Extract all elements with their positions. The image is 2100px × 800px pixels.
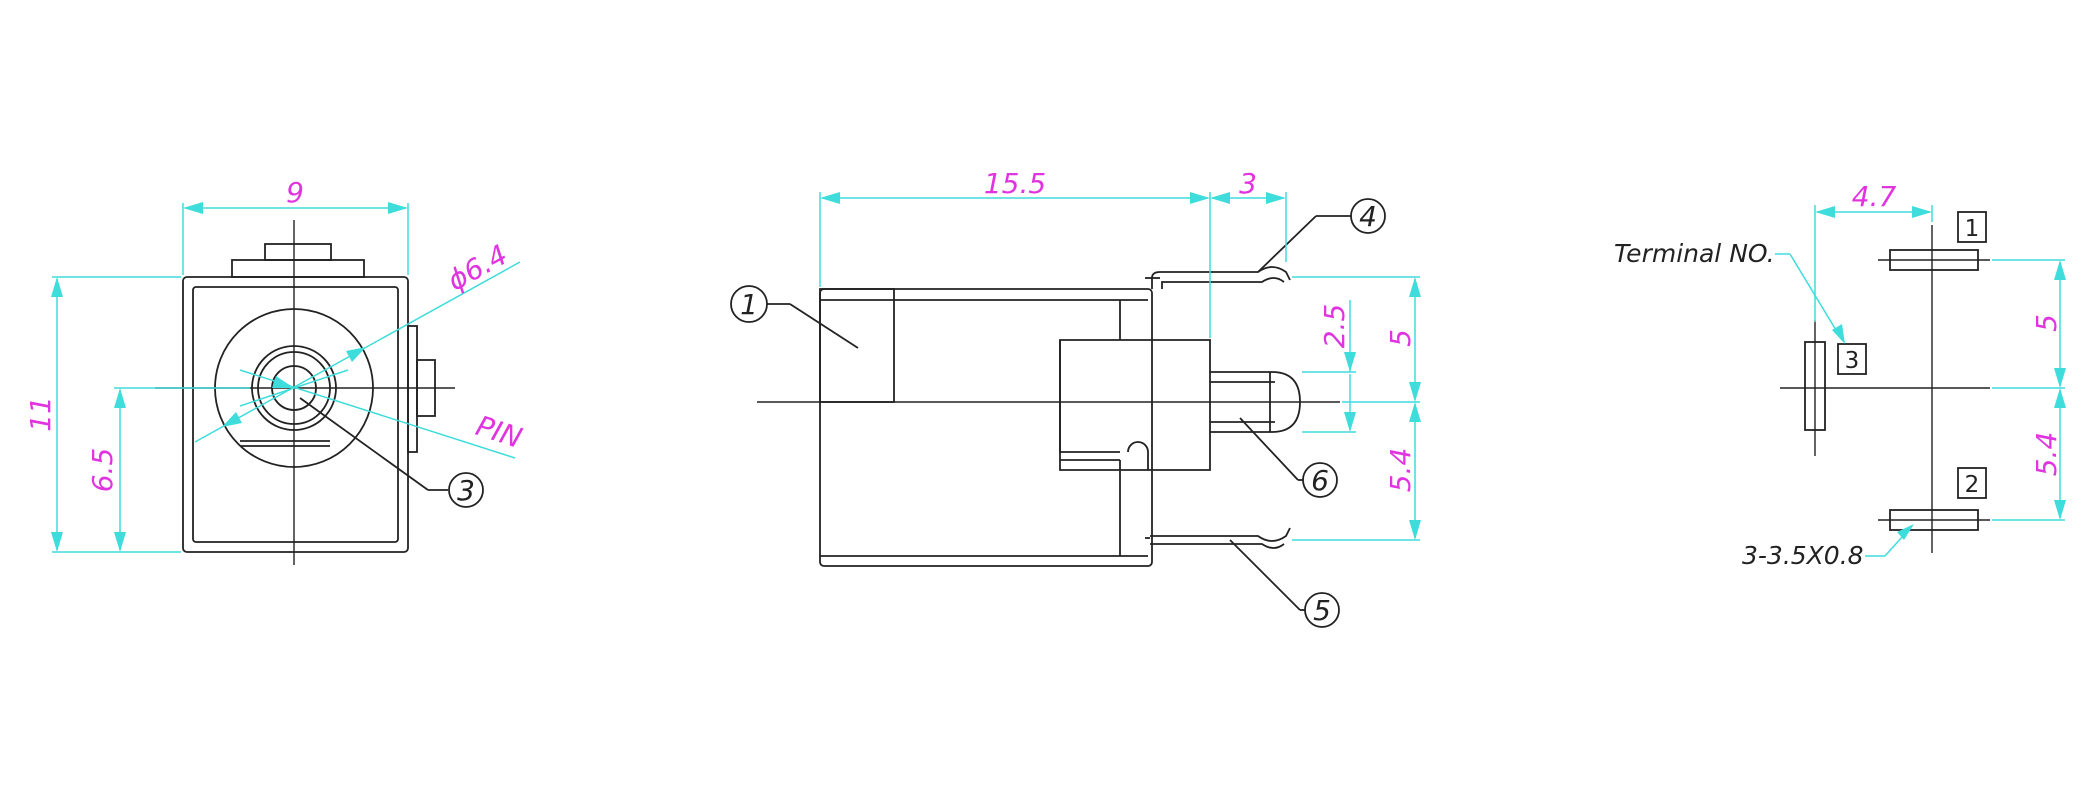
callout-4-label: 4 <box>1359 200 1377 233</box>
terminal-3-slot <box>1804 341 1826 431</box>
pcb-layout-view: 1 2 3 Terminal NO. 3-3.5X0.8 <box>1614 211 1990 570</box>
upper-terminal-dimension: 5 <box>1384 329 1417 347</box>
bore-diameter-dimension: ϕ6.4 <box>442 238 513 297</box>
slot-size-label: 3-3.5X0.8 <box>1742 541 1864 570</box>
terminal-1-number: 1 <box>1965 216 1980 242</box>
side-view: 1 4 6 5 <box>730 198 1386 628</box>
callout-1-label: 1 <box>740 288 758 321</box>
side-view-dimensions: 15.5 3 2.5 5 5.4 <box>819 167 1421 541</box>
length-dimension: 15.5 <box>984 167 1046 200</box>
terminal-number-label: Terminal NO. <box>1614 239 1775 268</box>
terminal-2-slot <box>1889 509 1979 531</box>
callout-1-circle <box>730 285 768 323</box>
callout-6-circle <box>1302 462 1338 498</box>
terminal-length-dimension: 3 <box>1239 167 1257 200</box>
upper-pitch-dimension: 5 <box>2030 314 2063 332</box>
callout-5-label: 5 <box>1313 594 1331 627</box>
terminal-3-number: 3 <box>1845 348 1860 374</box>
pin-height-dimension: 6.5 <box>86 448 119 493</box>
callout-4-circle <box>1350 198 1386 234</box>
pin-label: PIN <box>472 409 526 455</box>
callout-3-circle <box>448 472 484 508</box>
pcb-layout-dimensions: 4.7 5 5.4 <box>1814 180 2066 521</box>
height-dimension: 11 <box>24 396 57 432</box>
callout-5-circle <box>1304 592 1340 628</box>
front-view: 3 <box>155 220 484 565</box>
lower-terminal-dimension: 5.4 <box>1384 448 1417 493</box>
lower-pitch-dimension: 5.4 <box>2030 432 2063 477</box>
terminal-1-slot <box>1889 249 1979 271</box>
pin-offset-dimension: 2.5 <box>1318 304 1351 349</box>
width-dimension: 9 <box>286 176 304 209</box>
callout-3-label: 3 <box>457 474 475 507</box>
callout-6-label: 6 <box>1311 464 1329 497</box>
terminal-2-number: 2 <box>1965 472 1980 498</box>
offset-dimension: 4.7 <box>1852 180 1897 213</box>
